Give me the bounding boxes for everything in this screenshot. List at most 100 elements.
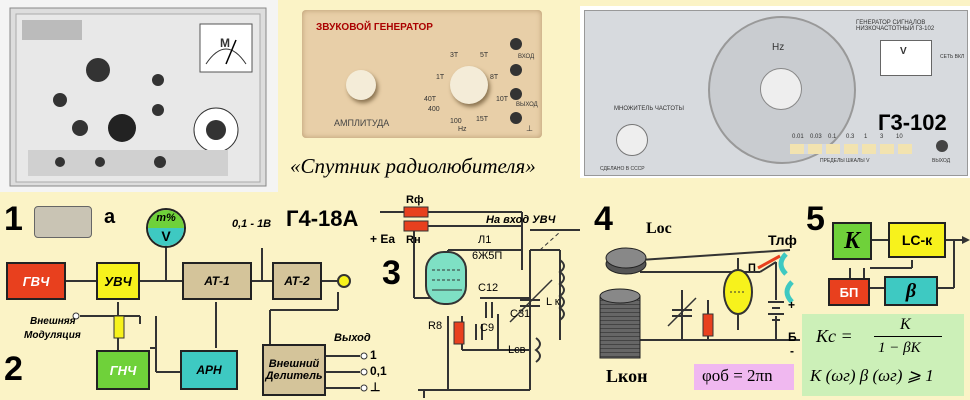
g3-102-meter [880,40,932,76]
g3-102-model: Г3-102 [878,110,947,135]
c9-label: С9 [480,322,495,334]
minus-label: - [790,344,794,358]
ea-label: + Еа [370,232,396,246]
amplitude-label: АМПЛИТУДА [334,118,390,128]
dial-mark-10t: 10T [496,96,509,103]
divider-line2: Делитель [265,370,323,382]
dial-mark-40t: 40T [424,96,437,103]
sound-generator-case [302,10,542,138]
plus-label: + [788,298,796,312]
to-uvch-label: На вход УВЧ [486,214,556,226]
rn-label: Rн [406,234,421,246]
g3-102-made-in: СДЕЛАНО В СССР [600,166,645,172]
g3-102-scale-3: 0.3 [846,134,855,140]
photo-g4-18a: М [0,0,278,192]
g3-102-dial-center [760,68,802,110]
jack-output [510,88,522,100]
rf-label: Rф [406,194,424,206]
caption: «Спутник радиолюбителя» [290,154,536,178]
dial-mark-100: 100 [450,118,462,125]
g3-102-scale-2: 0.1 [828,134,837,140]
jack-input [510,64,522,76]
c31-label: С31 [510,308,531,320]
tube-label-1: Л1 [478,234,492,246]
meter-circle: m% V [146,208,186,248]
dial-mark-hz: Hz [458,126,467,133]
diagram5-number: 5 [806,200,825,238]
dial-mark-5t: 5T [480,52,489,59]
phase-formula-box: φоб = 2πn [694,364,794,390]
lsv-label: Lсв [508,344,526,356]
block-at2: АТ-2 [272,262,322,300]
jack-output-label: ВЫХОД [516,102,538,108]
dial-mark-400: 400 [428,106,440,113]
diagram1-sub-a: а [104,206,116,228]
g3-102-dial-hz: Hz [772,42,785,53]
ext-mod-line2: Модуляция [24,330,81,341]
block-bp: БП [828,278,870,306]
diagram2-number: 2 [4,350,23,388]
g3-102-net-label: СЕТЬ ВКЛ [940,54,965,60]
tlf-label: Тлф [768,232,797,248]
meter-bottom-label: V [161,228,171,244]
formula1-left: Kс = [816,326,853,346]
jack-ground-label: ⊥ [526,124,533,133]
g3-102-output-jack [936,140,948,152]
photo1-meter-label: М [220,36,230,50]
dial-mark-3t: 3T [450,52,459,59]
output-value-ground: ⊥ [370,380,381,394]
block-uvch: УВЧ [96,262,140,300]
diagram1-device-photo [34,206,92,238]
frequency-dial [450,66,488,104]
jack-input-label: ВХОД [518,54,535,60]
g3-102-scale-6: 10 [896,134,903,140]
g3-102-multiplier-knob [616,124,648,156]
g3-102-multiplier-label: МНОЖИТЕЛЬ ЧАСТОТЫ [614,106,684,112]
formula1-fraction-bar [874,336,942,337]
g3-102-header: ГЕНЕРАТОР СИГНАЛОВ НИЗКОЧАСТОТНЫЙ Г3-102 [856,20,935,32]
sound-generator-title: ЗВУКОВОЙ ГЕНЕРАТОР [316,22,433,33]
tube-label-2: 6Ж5П [472,250,503,262]
formula1-denominator: 1 − βK [878,340,921,356]
diagram4-number: 4 [594,200,613,238]
amplitude-knob [346,70,376,100]
meter-top-label: m% [156,212,176,224]
range-label: 0,1 - 1В [232,218,272,230]
g3-102-meter-v: V [900,46,907,57]
g3-102-scale-5: 3 [880,134,884,140]
output-value-01: 0,1 [370,364,387,378]
phase-formula: φоб = 2πn [702,366,773,385]
output-value-1: 1 [370,348,377,362]
g3-102-scale-buttons [790,144,916,154]
loc-label: Lос [646,220,672,237]
photo-g3-102: Hz ГЕНЕРАТОР СИГНАЛОВ НИЗКОЧАСТОТНЫЙ Г3-… [580,6,970,178]
diagram1-number: 1 [4,200,23,238]
b-label: Б [788,330,797,344]
g3-102-scale-label: ПРЕДЕЛЫ ШКАЛЫ V [820,158,870,164]
photo-sound-generator: ЗВУКОВОЙ ГЕНЕРАТОР АМПЛИТУДА 3T 5T 1T 8T… [300,8,546,140]
block-lck: LC-к [888,222,946,258]
block-divider: Внешний Делитель [262,344,326,396]
formula2: K (ωг) β (ωг) ⩾ 1 [810,366,934,385]
divider-line1: Внешний [268,358,320,370]
lkon-label: Lкон [606,366,648,386]
gain-formula-box: Kс = K 1 − βK K (ωг) β (ωг) ⩾ 1 [802,314,964,396]
block-at1: АТ-1 [182,262,252,300]
block-beta: β [884,276,938,306]
dial-mark-15t: 15T [476,116,489,123]
dial-mark-8t: 8T [490,74,499,81]
g3-102-scale-4: 1 [864,134,868,140]
diagram3-number: 3 [382,254,401,292]
block-arn: АРН [180,350,238,390]
jack-ground [510,112,522,124]
jack-top [510,38,522,50]
g3-102-scale-1: 0.03 [810,134,822,140]
lk-label: L к [546,296,560,308]
output-label: Выход [334,332,371,344]
ext-mod-line1: Внешняя [30,316,76,327]
r8-label: R8 [428,320,443,332]
block-k: K [832,222,872,260]
p-label: П [748,262,756,274]
g3-102-scale-0: 0.01 [792,134,804,140]
